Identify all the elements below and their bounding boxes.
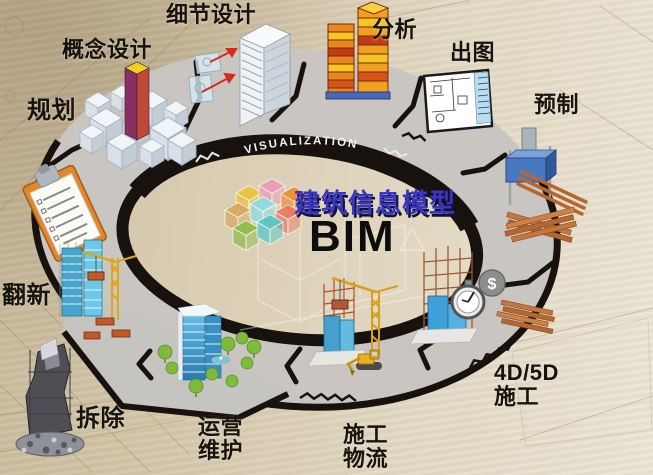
ramp-edge — [61, 330, 290, 421]
stage-label-detail-design: 细节设计 — [166, 2, 257, 27]
excavator — [346, 349, 382, 376]
renovation-crane — [83, 250, 137, 322]
crane-brick-load — [87, 271, 105, 281]
revision-arrows — [201, 48, 238, 93]
demolition-model — [15, 337, 85, 457]
beam-stack — [496, 299, 555, 335]
detail-design-model — [188, 23, 291, 127]
stage-label-renovation: 翻新 — [2, 282, 51, 309]
tower-crane — [331, 276, 399, 358]
planning-clipboard — [22, 163, 107, 262]
visualization-band — [129, 134, 479, 232]
crane-load — [331, 299, 349, 310]
trees — [157, 331, 262, 397]
floorplan-document — [422, 68, 494, 134]
stage-label-prefabrication: 预制 — [534, 92, 580, 117]
prefab-beam-stack — [504, 206, 577, 243]
stage-label-concept-design: 概念设计 — [62, 37, 153, 62]
prefabrication-machine — [504, 127, 588, 243]
rubble-pile — [15, 431, 85, 457]
concept-design-model — [79, 61, 197, 170]
operation-maintenance-model — [157, 303, 262, 397]
concept-tower — [124, 61, 150, 141]
center-title-chinese: 建筑信息模型 — [294, 188, 457, 218]
ring-exit-ramp — [62, 290, 290, 420]
brick-stacks — [83, 317, 131, 340]
stage-label-documentation: 出图 — [450, 40, 496, 65]
time-icon — [450, 279, 486, 320]
stage-label-construction-4d-5d: 4D/5D 施工 — [494, 360, 559, 409]
construction-logistics-model — [307, 276, 399, 376]
stage-label-demolition: 拆除 — [76, 405, 125, 432]
stage-label-operation-maintenance: 运营 维护 — [198, 414, 244, 463]
cost-symbol: $ — [488, 276, 497, 293]
construction-4d5d-model: $ — [409, 246, 555, 345]
detail-callout-sketches — [188, 51, 222, 104]
ring-outer-edge — [31, 139, 561, 411]
detail-tower — [239, 23, 291, 127]
center-title-bim: BIM — [309, 212, 396, 261]
stage-label-planning: 规划 — [27, 97, 76, 124]
stage-label-analysis: 分析 — [372, 17, 418, 42]
renovation-model — [58, 239, 137, 340]
stage-label-construction-logistics: 施工 物流 — [343, 422, 389, 471]
cost-icon — [478, 269, 506, 297]
analysis-thermal-building — [325, 1, 391, 100]
